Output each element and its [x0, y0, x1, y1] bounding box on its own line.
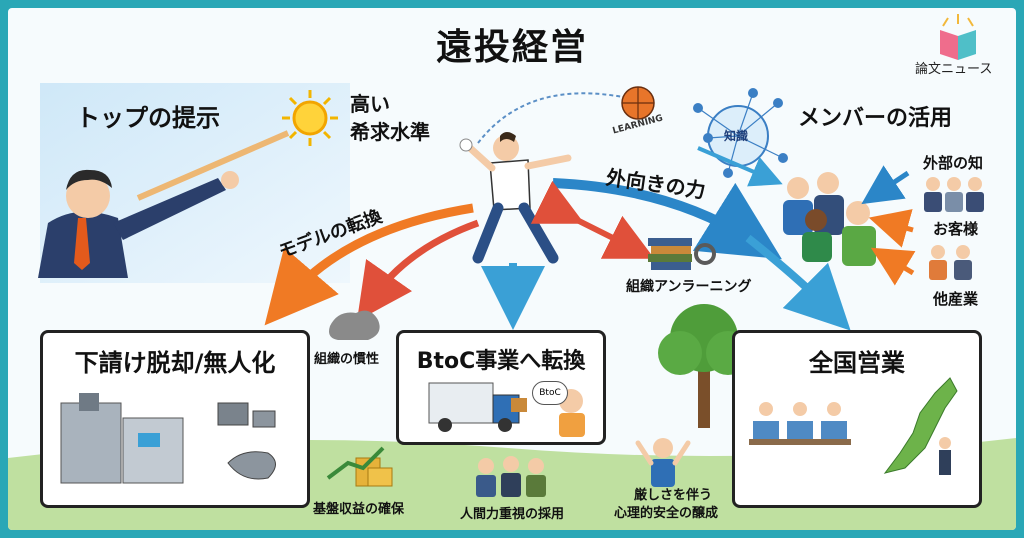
customer-arrow [868, 209, 914, 248]
hiring-label: 人間力重視の採用 [460, 507, 565, 522]
cheering-person-icon [635, 438, 691, 487]
subcontract-title: 下請け脱却/無人化 [74, 349, 276, 377]
factory-machine-icon [60, 393, 276, 484]
other-industries-label: 他産業 [933, 290, 979, 308]
customers-label: お客様 [933, 220, 979, 238]
book-logo-icon [940, 14, 976, 60]
knowledge-network-icon [693, 88, 788, 178]
external-knowledge-label: 外部の知 [923, 154, 984, 172]
hiring-people-icon [476, 456, 546, 497]
revenue-coins-icon [326, 446, 393, 487]
unlearning-arrow [530, 180, 655, 259]
basketball-icon [621, 86, 655, 120]
btoc-box: BtoC事業へ転換 BtoC [396, 330, 606, 445]
org-inertia-label: 組織の慣性 [314, 352, 380, 367]
goal-line2: 希求水準 [350, 120, 430, 144]
knowledge-label: 知識 [724, 129, 749, 143]
pointing-beam [136, 130, 290, 201]
model-change-arrow [264, 203, 474, 326]
safety-line2: 心理的安全の醸成 [614, 506, 719, 521]
rock-icon [329, 310, 380, 340]
revenue-label: 基盤収益の確保 [313, 502, 405, 517]
btoc-title: BtoC事業へ転換 [416, 349, 586, 374]
top-presentation-label: トップの提示 [76, 104, 220, 132]
national-sales-box: 全国営業 [732, 330, 982, 508]
brand-name: 論文ニュース [915, 62, 993, 77]
diagram-canvas: 遠投経営 論文ニュース トップの提示 高い 希求水準 LEARNING メンバー… [8, 8, 1016, 530]
page-title: 遠投経営 [435, 27, 588, 68]
subcontract-box: 下請け脱却/無人化 [40, 330, 310, 508]
knowledge-arrow [697, 146, 783, 187]
thrower-person-icon [459, 132, 572, 264]
throw-trajectory [477, 92, 629, 144]
goal-line1: 高い [350, 92, 390, 116]
to-national-arrow [745, 234, 851, 331]
inertia-arrow [356, 219, 480, 321]
sun-icon [282, 90, 338, 146]
external-knowledge-arrow [861, 165, 910, 205]
org-unlearning-label: 組織アンラーニング [626, 279, 752, 295]
safety-line1: 厳しさを伴う [634, 488, 713, 503]
btoc-speech-bubble: BtoC [532, 381, 568, 405]
books-gears-icon [648, 238, 716, 270]
national-sales-title: 全国営業 [809, 349, 905, 377]
japan-map-office-icon [749, 377, 958, 475]
industry-arrow [870, 247, 916, 286]
member-group-icon [783, 172, 876, 266]
delivery-truck-icon [428, 382, 585, 437]
member-utilization-label: メンバーの活用 [798, 106, 953, 131]
customer-people-icon [929, 245, 972, 280]
external-people-icon [924, 177, 984, 212]
leader-person-icon [38, 169, 239, 278]
